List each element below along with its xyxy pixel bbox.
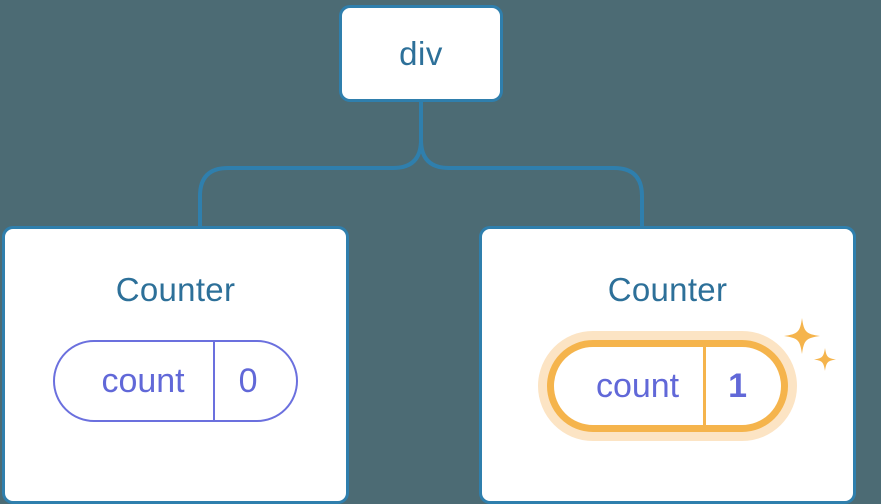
sparkle-small-icon [814, 348, 837, 371]
state-badge-right[interactable]: count 1 [546, 318, 837, 432]
node-counter-right[interactable]: Counter count 1 [479, 226, 856, 504]
node-div-label: div [399, 35, 443, 72]
state-key-left: count [101, 362, 185, 400]
node-counter-left-title: Counter [115, 271, 236, 308]
state-pill-left[interactable]: count 0 [53, 340, 298, 422]
state-value-right: 1 [703, 347, 781, 425]
node-div[interactable]: div [339, 5, 503, 102]
connector-right-branch [419, 99, 644, 230]
sparkle-large-icon [784, 318, 821, 354]
connector-left-branch [198, 99, 423, 230]
state-pill-right[interactable]: count 1 [546, 340, 789, 432]
node-counter-right-title: Counter [607, 271, 728, 308]
node-counter-left[interactable]: Counter count 0 [2, 226, 349, 504]
sparkle-group [784, 318, 837, 371]
state-badge-left[interactable]: count 0 [53, 340, 298, 422]
state-value-left: 0 [212, 342, 296, 420]
state-key-right: count [595, 367, 680, 405]
